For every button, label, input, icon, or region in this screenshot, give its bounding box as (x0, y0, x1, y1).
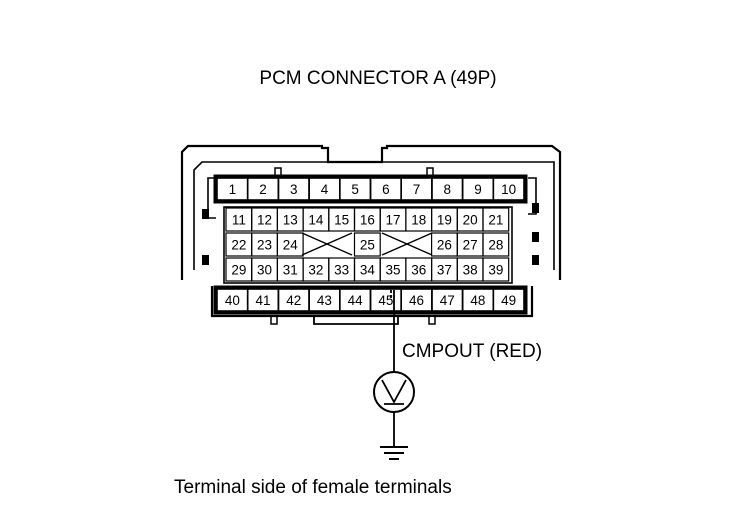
terminal-number: 45 (378, 293, 393, 308)
terminal-cell (482, 232, 510, 257)
terminal-number: 15 (334, 213, 349, 228)
terminal-number: 26 (437, 238, 452, 253)
terminal-cell (482, 257, 510, 282)
terminal-number: 5 (351, 182, 359, 197)
terminal-number: 42 (286, 293, 301, 308)
terminal-number: 46 (409, 293, 424, 308)
terminal-number: 30 (257, 263, 272, 278)
terminal-number: 27 (463, 238, 478, 253)
blank-cavity-right (381, 232, 433, 256)
row-bottom-frame (213, 285, 528, 315)
terminal-number: 39 (488, 263, 503, 278)
terminal-number: 44 (348, 293, 364, 308)
terminal-number: 1 (229, 182, 237, 197)
terminal-number: 19 (437, 213, 452, 228)
diagram-title: PCM CONNECTOR A (49P) (259, 68, 496, 89)
terminal-number: 38 (463, 263, 478, 278)
row-top-frame (213, 174, 528, 204)
terminal-number: 43 (317, 293, 332, 308)
terminal-number: 3 (290, 182, 298, 197)
terminal-number: 13 (283, 213, 298, 228)
ground-icon (380, 446, 408, 460)
terminal-number: 31 (283, 263, 298, 278)
terminal-number: 6 (382, 182, 390, 197)
terminal-number: 41 (256, 293, 271, 308)
connector-housing (180, 144, 562, 325)
terminal-number: 29 (231, 263, 246, 278)
terminal-number: 21 (488, 213, 503, 228)
blank-cavity-left (301, 232, 353, 256)
terminal-number: 4 (321, 182, 329, 197)
voltmeter-icon (373, 371, 415, 413)
terminal-number: 2 (259, 182, 267, 197)
terminal-number: 12 (257, 213, 272, 228)
terminal-cell (482, 207, 510, 232)
terminal-number: 32 (308, 263, 323, 278)
terminal-cell (353, 232, 381, 257)
terminal-number: 9 (474, 182, 482, 197)
terminal-number: 37 (437, 263, 452, 278)
terminal-number: 7 (413, 182, 421, 197)
terminal-number: 18 (411, 213, 426, 228)
terminal-number: 28 (488, 238, 503, 253)
probe-wire (390, 290, 395, 446)
terminal-number: 35 (386, 263, 401, 278)
row-middle-frame (223, 206, 513, 284)
terminal-cell (492, 177, 525, 201)
terminal-number: 10 (501, 182, 516, 197)
side-brackets (207, 177, 537, 219)
terminal-number: 23 (257, 238, 272, 253)
terminal-number: 49 (501, 293, 516, 308)
terminal-number: 24 (283, 238, 299, 253)
terminal-number: 33 (334, 263, 349, 278)
terminal-cell (276, 232, 304, 257)
terminal-number: 16 (360, 213, 375, 228)
terminal-number: 22 (231, 238, 246, 253)
terminal-number: 17 (386, 213, 401, 228)
terminal-cell (492, 288, 525, 312)
terminal-number: 48 (470, 293, 485, 308)
diagram-caption: Terminal side of female terminals (174, 477, 452, 498)
terminal-number: 11 (232, 213, 246, 228)
terminal-number: 40 (225, 293, 240, 308)
terminal-number: 14 (308, 213, 324, 228)
terminal-number: 34 (360, 263, 376, 278)
terminal-number: 36 (411, 263, 426, 278)
terminal-number: 8 (443, 182, 451, 197)
terminal-number: 47 (440, 293, 455, 308)
terminal-number: 20 (463, 213, 478, 228)
probe-label: CMPOUT (RED) (402, 341, 542, 362)
terminal-number: 25 (360, 238, 375, 253)
